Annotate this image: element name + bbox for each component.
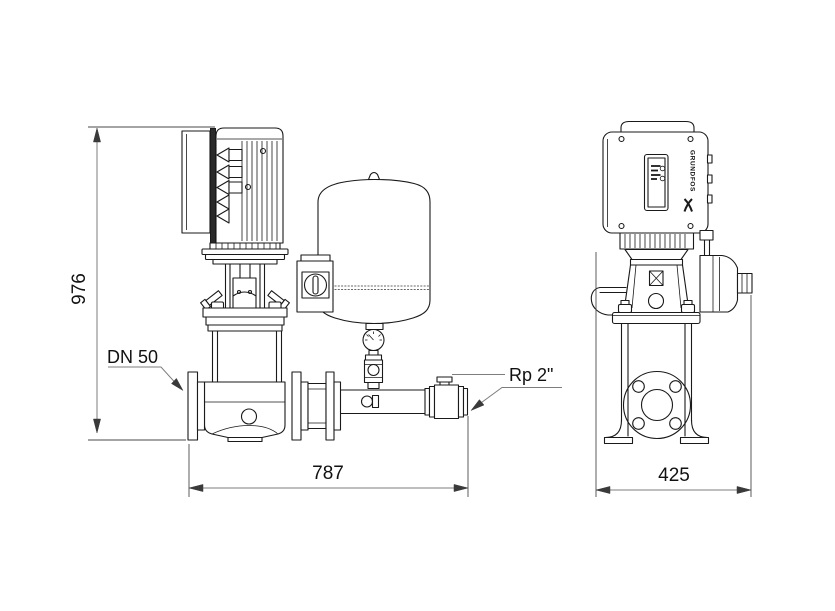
dim-arrow-right (736, 486, 752, 494)
inlet-flange (187, 371, 199, 441)
pump-base-side (603, 311, 710, 445)
dimension-base-width: 787 (188, 416, 469, 497)
grundfos-brand-text: GRUNDFOS (689, 150, 696, 192)
outlet-flange (291, 371, 302, 441)
support-legs (603, 322, 710, 445)
motor-cooling-fins (241, 141, 278, 241)
coupling-side (617, 232, 696, 314)
motor-side: GRUNDFOS (602, 120, 713, 234)
clamp-bolt-left (200, 290, 223, 311)
outlet-size-text: Rp 2" (509, 365, 553, 385)
pressure-switch (296, 254, 334, 313)
side-width-dimension-value: 425 (658, 465, 690, 486)
height-dimension-value: 976 (69, 273, 90, 305)
dim-arrow-right (453, 484, 469, 492)
pressure-tank (317, 171, 431, 331)
shaft-cover (239, 263, 251, 279)
indicator-light (659, 165, 666, 172)
pressure-switch-side (699, 229, 753, 313)
motor-louvers (209, 242, 281, 250)
pipe-nipple (436, 376, 453, 383)
control-display (643, 153, 669, 212)
gauge-valve-assembly (362, 328, 385, 390)
cable-glands (216, 147, 243, 224)
inlet-size-text: DN 50 (107, 347, 158, 367)
motor-clip (706, 154, 713, 164)
tank-air-valve (367, 171, 381, 181)
motor-clip (706, 194, 713, 204)
inlet-size-label: DN 50 (107, 347, 184, 392)
outlet-size-label: Rp 2" (452, 365, 562, 412)
pump-head-assembly (200, 248, 290, 383)
dim-arrow-left (595, 486, 611, 494)
display-bars (651, 165, 661, 180)
leader-arrow-outlet (470, 399, 485, 412)
foot-right (679, 436, 710, 445)
front-view: 976 (69, 126, 562, 497)
tank-neck (365, 322, 384, 331)
discharge-pipe (339, 376, 469, 420)
dim-arrow-down (93, 418, 101, 434)
motor-front (181, 127, 284, 250)
pump-sleeve (211, 330, 283, 383)
cable-gland-side (736, 272, 753, 294)
base-manifold (187, 371, 342, 443)
base-width-dimension-value: 787 (312, 463, 344, 484)
dimension-height: 976 (69, 126, 215, 441)
dim-arrow-up (93, 127, 101, 143)
foot-left (603, 436, 634, 445)
side-view: GRUNDFOS (590, 120, 753, 497)
motor-clip (706, 174, 713, 184)
dim-arrow-left (188, 484, 204, 492)
switch-bracket (699, 229, 714, 241)
motor-fin-edge (210, 128, 216, 244)
side-pipe-elbow (590, 286, 627, 316)
manifold-plug (240, 408, 258, 425)
shaft-end (647, 292, 665, 310)
port-flange (622, 370, 692, 440)
dimension-side-width: 425 (595, 252, 752, 497)
indicator-light (659, 175, 666, 182)
drain-plug (360, 395, 374, 408)
grundfos-logo-icon (683, 198, 693, 212)
leader-arrow-inlet (171, 377, 184, 392)
outlet-union (433, 384, 460, 420)
